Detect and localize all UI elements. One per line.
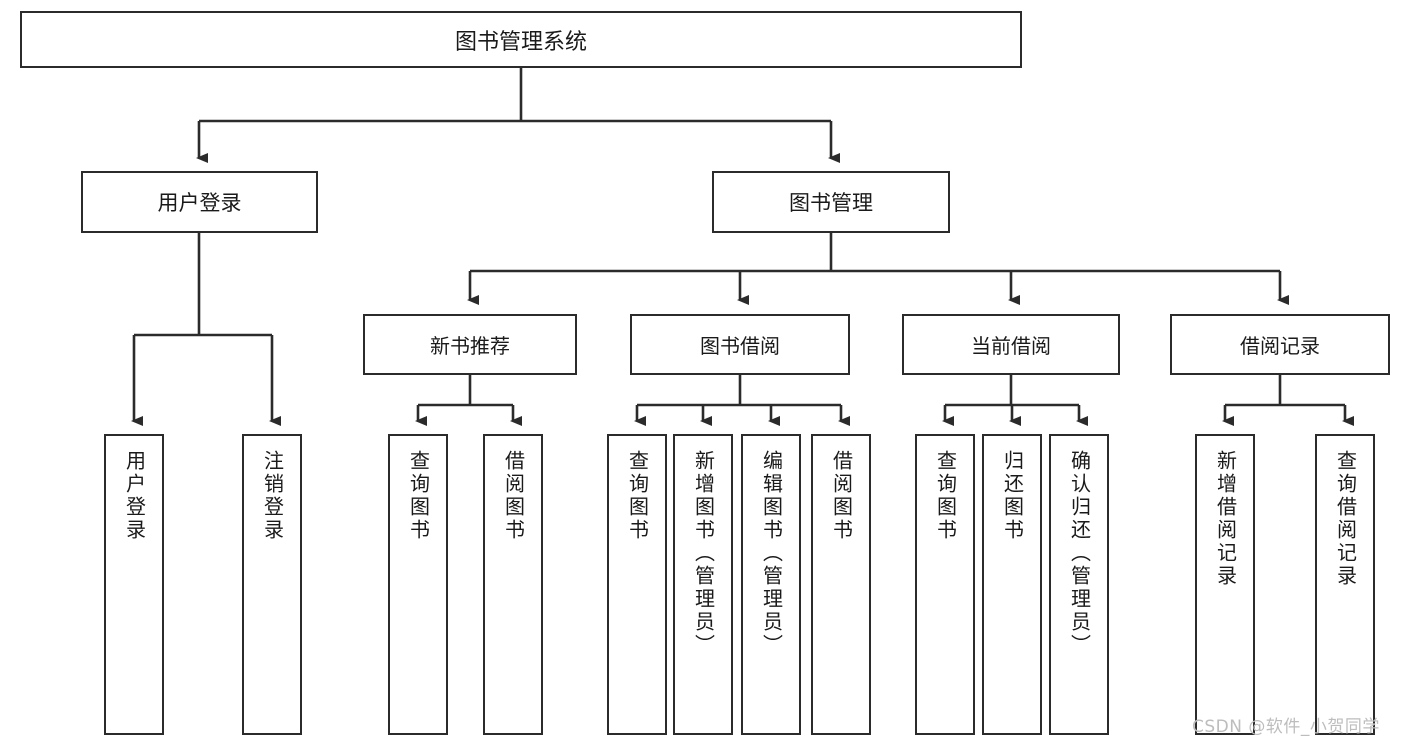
node-root-label: 图书管理系统 — [454, 29, 587, 55]
leaf-borrow-book-2[interactable]: 借阅图书 — [811, 434, 871, 735]
leaf-logout[interactable]: 注销登录 — [242, 434, 302, 735]
watermark: CSDN @软件_小贺同学 — [1192, 717, 1380, 737]
leaf-query-book-3[interactable]: 查询图书 — [915, 434, 975, 735]
node-book-management-label: 图书管理 — [789, 191, 873, 215]
leaf-add-record-label: 新增借阅记录 — [1213, 450, 1238, 588]
leaf-borrow-book-1-label: 借阅图书 — [501, 450, 526, 542]
leaf-query-record-label: 查询借阅记录 — [1333, 450, 1358, 588]
node-user-login[interactable]: 用户登录 — [81, 171, 318, 233]
leaf-query-book-1[interactable]: 查询图书 — [388, 434, 448, 735]
leaf-return-book[interactable]: 归还图书 — [982, 434, 1042, 735]
leaf-query-record[interactable]: 查询借阅记录 — [1315, 434, 1375, 735]
leaf-confirm-return-label: 确认归还（管理员） — [1067, 450, 1092, 657]
leaf-edit-book[interactable]: 编辑图书（管理员） — [741, 434, 801, 735]
node-current-borrow-label: 当前借阅 — [971, 334, 1051, 358]
node-borrow-record[interactable]: 借阅记录 — [1170, 314, 1390, 375]
leaf-confirm-return[interactable]: 确认归还（管理员） — [1049, 434, 1109, 735]
node-new-book-recommend-label: 新书推荐 — [430, 334, 510, 358]
leaf-add-record[interactable]: 新增借阅记录 — [1195, 434, 1255, 735]
leaf-borrow-book-2-label: 借阅图书 — [829, 450, 854, 542]
node-new-book-recommend[interactable]: 新书推荐 — [363, 314, 577, 375]
leaf-edit-book-label: 编辑图书（管理员） — [759, 450, 784, 657]
leaf-user-login[interactable]: 用户登录 — [104, 434, 164, 735]
leaf-return-book-label: 归还图书 — [1000, 450, 1025, 542]
leaf-query-book-2-label: 查询图书 — [625, 450, 650, 542]
node-user-login-label: 用户登录 — [157, 191, 242, 215]
node-borrow-record-label: 借阅记录 — [1240, 334, 1320, 358]
leaf-user-login-label: 用户登录 — [122, 450, 147, 542]
node-book-borrow-label: 图书借阅 — [700, 334, 780, 358]
node-current-borrow[interactable]: 当前借阅 — [902, 314, 1120, 375]
leaf-query-book-2[interactable]: 查询图书 — [607, 434, 667, 735]
leaf-query-book-3-label: 查询图书 — [933, 450, 958, 542]
leaf-query-book-1-label: 查询图书 — [406, 450, 431, 542]
leaf-borrow-book-1[interactable]: 借阅图书 — [483, 434, 543, 735]
node-root[interactable]: 图书管理系统 — [20, 11, 1022, 68]
leaf-logout-label: 注销登录 — [260, 450, 285, 542]
leaf-add-book-label: 新增图书（管理员） — [691, 450, 716, 657]
node-book-borrow[interactable]: 图书借阅 — [630, 314, 850, 375]
leaf-add-book[interactable]: 新增图书（管理员） — [673, 434, 733, 735]
node-book-management[interactable]: 图书管理 — [712, 171, 950, 233]
